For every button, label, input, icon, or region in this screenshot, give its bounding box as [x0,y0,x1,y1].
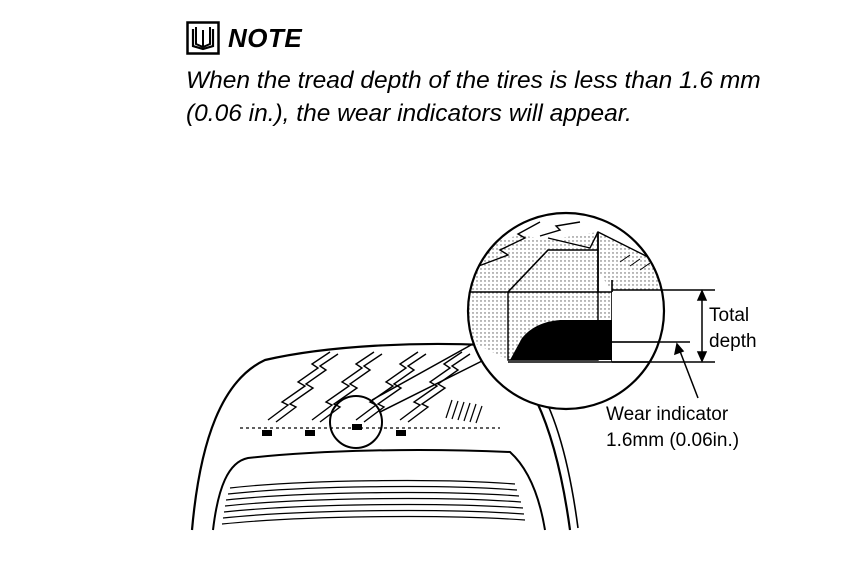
note-text-line-2: (0.06 in.), the wear indicators will app… [186,100,632,127]
magnified-view [466,211,666,411]
wear-indicator-block [510,320,612,360]
note-text-line-1: When the tread depth of the tires is les… [186,67,761,94]
leader-line-lower [379,355,493,413]
wear-indicator-label-line-1: Wear indicator [606,404,729,425]
leader-line-upper [371,339,481,401]
shoulder-ribs [445,399,483,424]
note-text: When the tread depth of the tires is les… [186,64,846,130]
tread-wear-indicators [262,424,406,436]
note-title: NOTE [228,22,303,53]
sidewall-grooves [221,479,526,525]
book-icon [186,21,220,55]
total-depth-dimension [612,289,715,363]
wear-indicator-label-line-2: 1.6mm (0.06in.) [606,430,739,451]
highlight-circle [329,395,383,449]
total-depth-label-line-1: Total [709,305,749,326]
wear-indicator-dimension [612,341,699,399]
note-header: NOTE [186,20,302,56]
total-depth-label-line-2: depth [709,331,757,352]
